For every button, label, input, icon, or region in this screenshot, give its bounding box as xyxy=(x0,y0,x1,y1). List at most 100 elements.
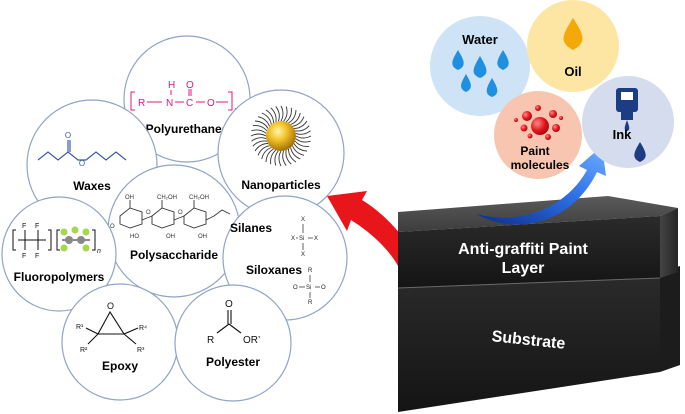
layered-block: Anti-graffiti Paint Layer Substrate xyxy=(397,196,680,412)
ligand-strand xyxy=(278,150,282,167)
ligand-strand xyxy=(257,145,270,156)
paint-layer-label-line2: Layer xyxy=(502,260,545,277)
svg-text:R: R xyxy=(308,300,313,306)
svg-text:HO: HO xyxy=(130,234,139,240)
polyester-label: Polyester xyxy=(206,355,260,369)
ligand-strand xyxy=(285,150,292,165)
ligand-strand xyxy=(285,107,292,123)
ligand-strand xyxy=(270,107,277,122)
polyurethanes-circle: H R N C O O n Polyurethanes xyxy=(123,35,251,163)
ligand-strand xyxy=(251,137,267,142)
fluorine-label-4: F xyxy=(35,253,39,260)
or-group-label: OR’ xyxy=(243,335,260,346)
ligand-strand xyxy=(283,106,288,122)
ligand-strand xyxy=(293,120,308,129)
svg-text:O: O xyxy=(65,131,71,140)
ink-bubble: Ink xyxy=(582,76,674,168)
polyurethane-structure-icon: H R N C O O n xyxy=(130,80,239,115)
polysaccharide-label: Polysaccharide xyxy=(130,248,218,262)
r-group-label: R xyxy=(207,335,214,346)
paint-molecules-bubble: Paint molecules xyxy=(494,91,582,179)
svg-text:Si: Si xyxy=(306,285,311,291)
ligand-strand xyxy=(292,116,305,127)
silane-structure-icon: X X Si X X xyxy=(291,217,318,258)
fluoropolymers-label: Fluoropolymers xyxy=(14,270,105,284)
ligand-strand xyxy=(295,138,311,143)
svg-text:Si: Si xyxy=(299,236,304,242)
ligand-strand xyxy=(288,148,297,163)
contaminants: Water Oil Ink xyxy=(430,0,674,179)
substrate-front xyxy=(398,272,660,412)
c-atom-label: C xyxy=(186,98,193,109)
ligand-strand xyxy=(292,145,305,156)
ligand-strand xyxy=(293,143,308,152)
blue-curved-arrow-icon xyxy=(476,146,606,225)
svg-text:O: O xyxy=(79,159,85,168)
svg-text:X: X xyxy=(291,236,295,242)
oil-drop-icon xyxy=(563,18,583,50)
siloxanes-label: Siloxanes xyxy=(246,263,302,277)
r2-label: R² xyxy=(80,347,88,354)
ligand-strand xyxy=(254,120,269,129)
r1-label: R¹ xyxy=(76,324,84,331)
ligand-strand xyxy=(261,147,272,160)
svg-text:OH: OH xyxy=(166,234,175,240)
ligand-strand xyxy=(251,129,267,134)
ligand-strand xyxy=(250,133,267,137)
svg-text:CH₂OH: CH₂OH xyxy=(189,195,209,201)
r4-label: R⁴ xyxy=(139,325,147,332)
ligand-strand xyxy=(295,135,312,139)
fluoropolymers-circle: F F F F n Fluoropolymers xyxy=(1,196,117,312)
wax-ester-structure-icon xyxy=(37,140,127,161)
svg-text:X: X xyxy=(301,217,305,223)
ligand-strand xyxy=(288,109,297,124)
ligand-strand xyxy=(282,150,287,166)
oxygen-label: O xyxy=(107,301,114,311)
ligand-strand xyxy=(290,112,301,125)
svg-text:O: O xyxy=(293,285,298,291)
ligand-strand xyxy=(254,143,269,152)
paint-balls-icon xyxy=(514,105,563,140)
svg-text:R: R xyxy=(308,268,313,274)
carbonyl-oxygen-label: O xyxy=(225,299,233,310)
svg-text:O: O xyxy=(110,224,115,230)
polyester-circle: O R OR’ Polyester xyxy=(174,284,292,402)
nanoparticle-icon xyxy=(250,105,312,167)
epoxy-label: Epoxy xyxy=(102,359,138,373)
oil-label: Oil xyxy=(564,64,581,79)
ink-label: Ink xyxy=(613,127,633,142)
polyurethanes-label: Polyurethanes xyxy=(146,122,229,136)
ink-bottle-icon xyxy=(616,88,638,131)
paint-layer-front xyxy=(398,216,660,288)
epoxide-structure-icon xyxy=(85,310,139,345)
h-atom-label: H xyxy=(168,80,175,91)
fluorine-label-1: F xyxy=(22,223,26,230)
o-atom-label-2: O xyxy=(207,98,215,109)
water-bubble: Water xyxy=(430,16,530,116)
silanes-label: Silanes xyxy=(230,221,272,235)
nanoparticles-label: Nanoparticles xyxy=(241,178,321,192)
ligand-strand xyxy=(252,125,268,132)
svg-text:O: O xyxy=(146,210,151,216)
ligand-strand xyxy=(257,116,270,127)
ligand-strand xyxy=(280,105,284,122)
ligand-strand xyxy=(261,112,272,125)
fluorine-label-3: F xyxy=(22,253,26,260)
ligand-strand xyxy=(290,147,301,160)
ligand-strand xyxy=(265,109,274,124)
gold-sphere-icon xyxy=(266,121,296,151)
ligand-strand xyxy=(252,140,267,147)
water-droplet-icon xyxy=(452,50,509,97)
svg-text:OH: OH xyxy=(125,195,134,201)
ligand-strand xyxy=(270,149,277,165)
ligand-strand xyxy=(265,148,274,163)
svg-text:O: O xyxy=(178,210,183,216)
fluorine-label-2: F xyxy=(35,223,39,230)
ligand-strand xyxy=(294,140,310,147)
r3-label: R³ xyxy=(137,347,145,354)
paint-label-line1: Paint xyxy=(520,144,549,158)
svg-text:X: X xyxy=(314,236,318,242)
